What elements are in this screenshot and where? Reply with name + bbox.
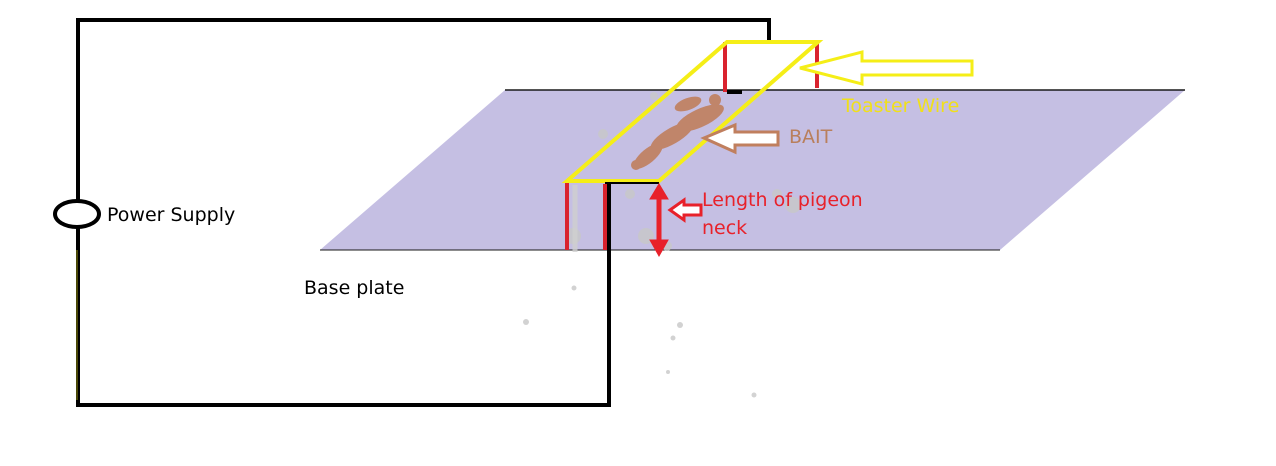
neck-length-arrow [649,183,669,258]
bait-blob [631,94,724,170]
power-supply-symbol [53,199,101,229]
toaster-wire-label: Toaster Wire [842,95,960,117]
circuit-wire [76,18,771,203]
neck-length-label: Length of pigeon neck [702,189,863,239]
circuit-wire [76,184,611,407]
toaster-wire [561,40,824,183]
power-supply-label: Power Supply [107,204,236,226]
base-plate-label: Base plate [304,277,405,299]
neck-length-pointer [667,197,703,223]
toaster-wire-pointer [799,50,974,86]
base-plate [320,90,1185,250]
bait-pointer [700,122,780,155]
bait-label: BAIT [789,126,833,148]
